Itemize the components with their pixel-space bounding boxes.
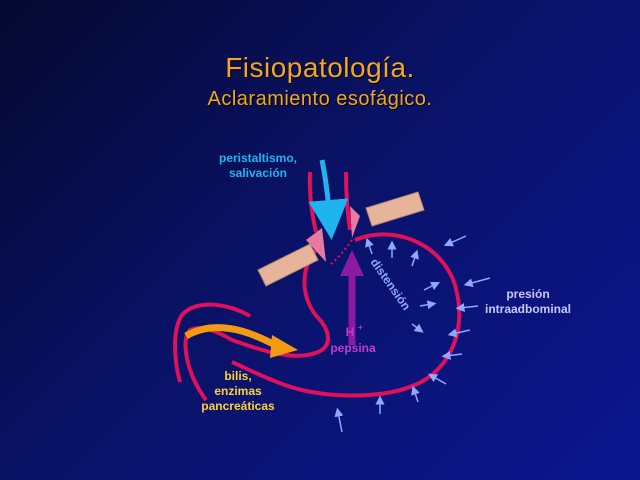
- bile-label-line1: bilis,: [224, 369, 251, 383]
- sphincter-dotted-line: [329, 239, 353, 266]
- distension-label: distensión: [368, 256, 414, 313]
- acid-reflux-arrow-head: [340, 250, 364, 276]
- peristalsis-label-line2: salivación: [229, 166, 287, 180]
- bile-arrow-shaft: [184, 324, 277, 349]
- internal-pressure-arrows: [365, 237, 441, 333]
- slide-subtitle: Aclaramiento esofágico.: [207, 88, 433, 110]
- slide-title: Fisiopatología.: [225, 52, 415, 83]
- stomach-greater-curvature: [231, 232, 462, 398]
- bile-label-line3: pancreáticas: [201, 399, 275, 413]
- diaphragm-band-right: [365, 191, 425, 227]
- peristalsis-label-line1: peristaltismo,: [219, 151, 297, 165]
- acid-label-superscript: +: [358, 323, 363, 332]
- pressure-label-line1: presión: [506, 287, 549, 301]
- acid-label-line1: H: [346, 325, 355, 339]
- pressure-label-line2: intraadbominal: [485, 302, 571, 316]
- diaphragm-band-left: [257, 243, 319, 287]
- esophagus-right-wall: [344, 171, 352, 231]
- duodenum-outer-wall: [173, 302, 251, 383]
- bile-arrow-head: [270, 335, 298, 358]
- bile-label-line2: enzimas: [214, 384, 262, 398]
- external-pressure-arrows: [334, 235, 491, 433]
- acid-label-line2: pepsina: [330, 341, 376, 355]
- esophagus-left-wall: [307, 171, 318, 233]
- peristalsis-arrow: [308, 159, 349, 240]
- sphincter-right-triangle: [350, 206, 360, 238]
